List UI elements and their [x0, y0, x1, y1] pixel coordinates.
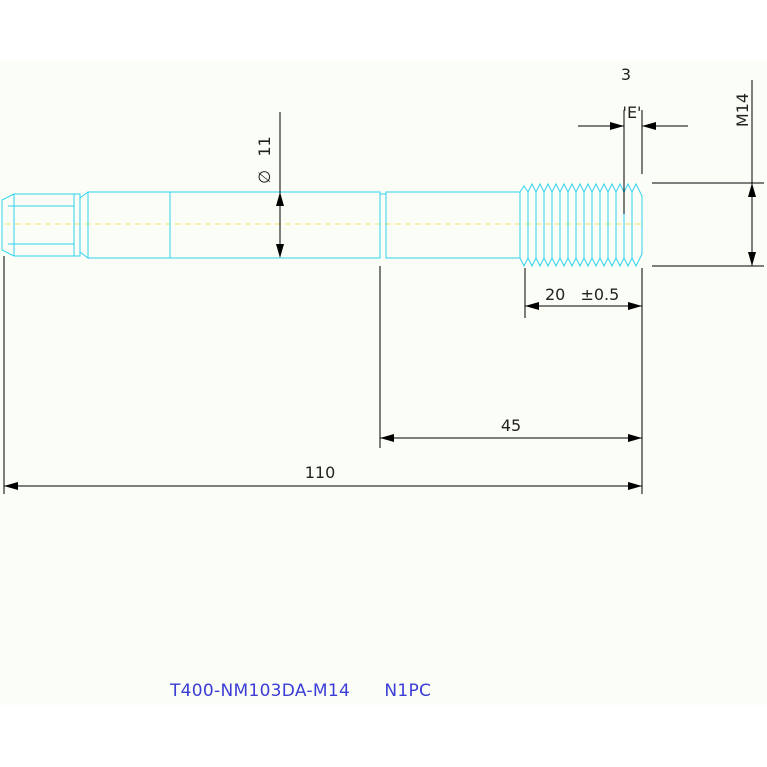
- shank-length-dimension: 45: [379, 266, 642, 448]
- thread-flanks: [527, 192, 633, 258]
- bolt-part: [1, 182, 643, 268]
- overall-length-dimension: 110: [3, 256, 642, 494]
- drawing-area: [0, 60, 767, 705]
- shank-length-label: 45: [501, 416, 521, 435]
- quantity: N1PC: [384, 681, 432, 701]
- diameter-dimension: ∅ 11: [255, 112, 284, 258]
- bolt-shank: [87, 191, 381, 259]
- thread-size-dimension: M14: [652, 80, 764, 267]
- diameter-label: ∅ 11: [255, 136, 274, 183]
- section-label: 'E': [623, 103, 642, 122]
- gap-value: 3: [621, 65, 631, 84]
- thread-length-label: 20 ±0.5: [545, 285, 619, 304]
- title-block: T400-NM103DA-M14 N1PC: [170, 681, 431, 701]
- thread-size-label: M14: [733, 93, 752, 127]
- thread-profile: [519, 182, 643, 268]
- thread-length-dimension: 20 ±0.5: [524, 268, 643, 494]
- overall-length-label: 110: [305, 463, 336, 482]
- part-number: T400-NM103DA-M14: [170, 681, 351, 701]
- gap-dimension: 3 'E': [578, 65, 688, 214]
